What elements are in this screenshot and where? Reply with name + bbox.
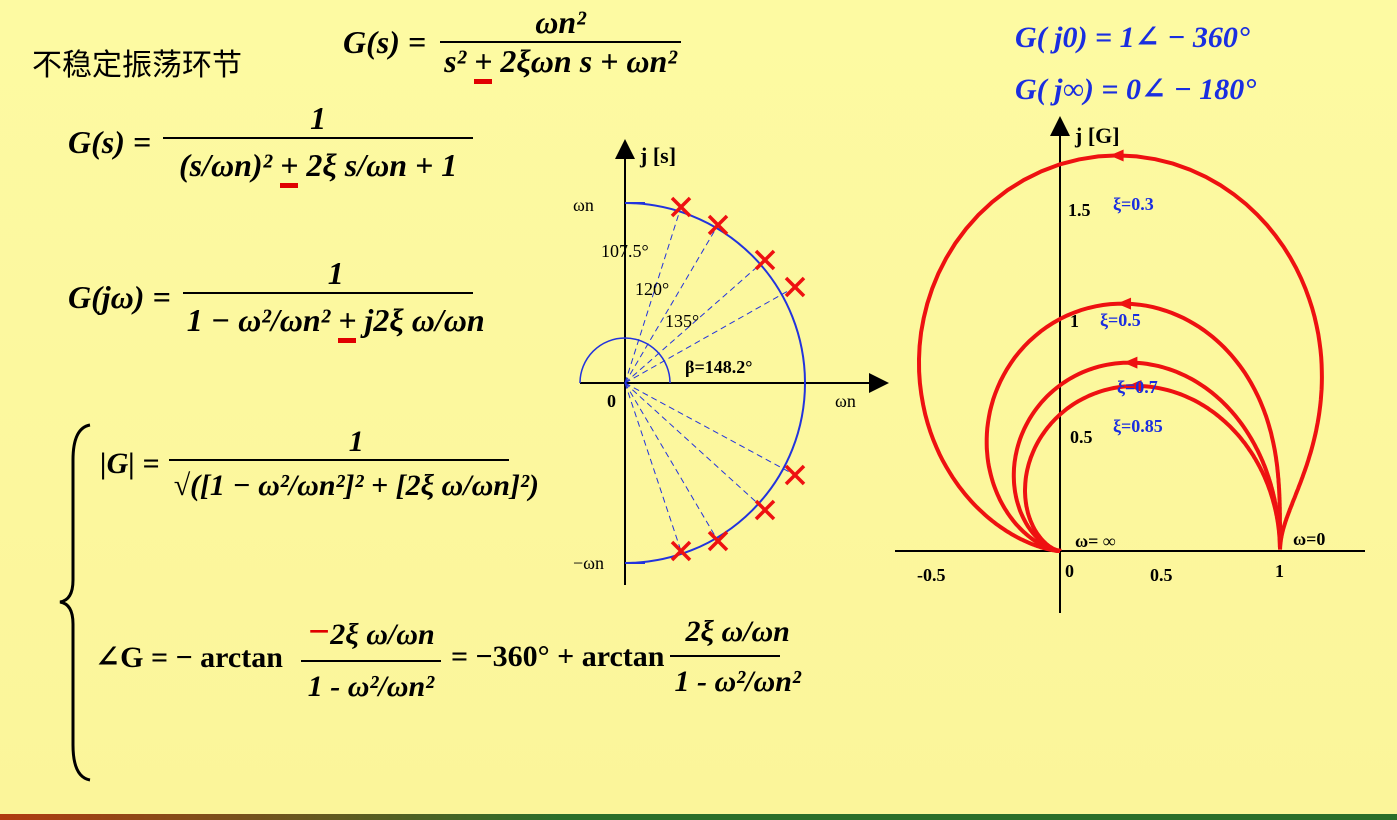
tick-x-1: 1 [1275, 561, 1284, 581]
equation-frequency-response: G(jω) = 1 1 − ω²/ωn² + j2ξ ω/ωn [68, 255, 489, 343]
curve-label-07: ξ=0.7 [1117, 377, 1158, 398]
eq4-mid: = −360° + arctan [450, 640, 665, 673]
eq1-den-a: (s/ωn)² [178, 147, 281, 183]
boundary-value-jinf: G( j∞) = 0∠ − 180° [1015, 73, 1257, 106]
s-axis-label: j [s] [639, 143, 676, 168]
equation-transfer-function: G(s) = ωn² s² + 2ξωn s + ωn² [343, 4, 681, 84]
curve-label-05: ξ=0.5 [1100, 310, 1141, 331]
direction-arrow [1117, 297, 1132, 310]
eq4-denominator-2: 1 - ω²/ωn² [674, 665, 801, 698]
tick-x-neg05: -0.5 [917, 565, 946, 585]
nyquist-curve [916, 153, 1324, 553]
eq2-den-a: 1 − ω²/ωn² [186, 302, 339, 338]
eq1-lhs: G(s) = [68, 123, 152, 160]
eq2-den-b: j2ξ ω/ωn [356, 302, 485, 338]
pole-marker [754, 499, 776, 521]
eq2-sign: + [338, 302, 357, 343]
tick-y-05: 0.5 [1070, 427, 1093, 447]
unit-semicircle [624, 202, 806, 564]
eq4-numerator: 2ξ ω/ωn [330, 618, 435, 651]
beta-arc [579, 337, 671, 384]
nyquist-axis-label: j [G] [1074, 123, 1120, 148]
eq4-red-minus: − [307, 611, 331, 653]
eq3-numerator: 1 [348, 425, 364, 458]
eq-top-den-b: 2ξωn s + ωn² [492, 43, 677, 79]
pole-marker [784, 276, 806, 298]
equation-normalized: G(s) = 1 (s/ωn)² + 2ξ s/ωn + 1 [68, 100, 474, 188]
footer-bar [0, 814, 1397, 820]
direction-arrow [1123, 356, 1138, 369]
direction-arrow [1127, 379, 1142, 392]
curve-label-03: ξ=0.3 [1113, 194, 1154, 215]
eq1-sign: + [280, 147, 299, 188]
eq-top-lhs: G(s) = [343, 23, 427, 60]
angle-label-1: 107.5° [601, 241, 649, 261]
eq4-lhs: ∠G = − arctan [95, 640, 283, 674]
curve-label-085: ξ=0.85 [1113, 416, 1163, 437]
equation-phase: ∠G = − arctan −2ξ ω/ωn 1 - ω²/ωn² = −360… [95, 610, 805, 704]
pole-marker [670, 540, 692, 562]
tick-x-05: 0.5 [1150, 565, 1173, 585]
nyquist-plot: j [G] -0.5 0 0.5 1 1.5 1 0.5 ω= ∞ ω=0 ξ=… [895, 116, 1365, 613]
pole-marker [707, 530, 729, 552]
eq3-denominator: √([1 − ω²/ωn²]² + [2ξ ω/ωn]²) [173, 469, 539, 502]
page-title: 不稳定振荡环节 [32, 48, 242, 83]
eq-top-sign: + [474, 43, 493, 84]
equation-magnitude: |G| = 1 √([1 − ω²/ωn²]² + [2ξ ω/ωn]²) [100, 425, 543, 503]
pole-marker [784, 464, 806, 486]
brace-symbol [59, 423, 91, 782]
wn-bottom-label: −ωn [573, 553, 604, 573]
pole-marker [670, 196, 692, 218]
eq1-numerator: 1 [310, 100, 327, 136]
pole-marker [754, 249, 776, 271]
s-origin-label: 0 [607, 391, 616, 411]
eq4-denominator: 1 - ω²/ωn² [307, 670, 435, 703]
angle-label-beta: β=148.2° [685, 357, 752, 377]
eq4-numerator-2: 2ξ ω/ωn [685, 615, 790, 648]
nyquist-curves [916, 149, 1324, 553]
s-plane-diagram: j [s] ωn −ωn 0 ωn 107.5° 120° 135° β=148… [573, 139, 889, 585]
damping-rays [624, 206, 796, 552]
tick-y-15: 1.5 [1068, 200, 1091, 220]
nyquist-curve [1023, 384, 1282, 553]
angle-label-3: 135° [665, 311, 699, 331]
wn-top-label: ωn [573, 195, 594, 215]
direction-arrow [1109, 149, 1124, 162]
eq2-numerator: 1 [327, 255, 344, 291]
wn-axis-label: ωn [835, 391, 856, 411]
tick-x-0: 0 [1065, 561, 1074, 581]
tick-y-1: 1 [1070, 311, 1079, 331]
eq3-lhs: |G| = [100, 447, 160, 480]
eq-top-den-a: s² [444, 43, 475, 79]
eq2-lhs: G(jω) = [68, 278, 171, 315]
omega-zero-label: ω=0 [1293, 529, 1325, 549]
poles [670, 196, 806, 562]
eq-top-numerator: ωn² [535, 4, 586, 40]
boundary-value-j0: G( j0) = 1∠ − 360° [1015, 21, 1250, 54]
eq1-den-b: 2ξ s/ωn + 1 [298, 147, 458, 183]
angle-label-2: 120° [635, 279, 669, 299]
omega-infinity-label: ω= ∞ [1075, 531, 1116, 551]
pole-marker [707, 214, 729, 236]
